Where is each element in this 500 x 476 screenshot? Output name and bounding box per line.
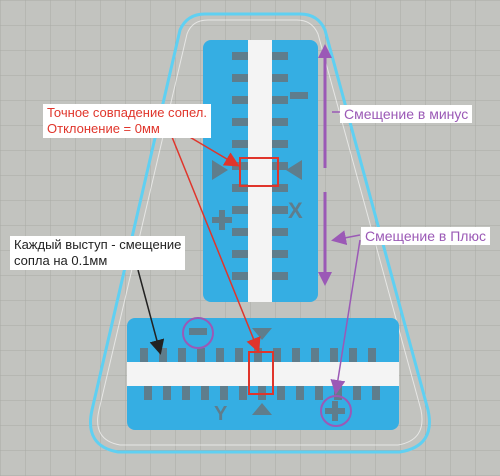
- horizontal-tick-slot: [372, 386, 380, 400]
- vertical-tick-slot: [232, 118, 248, 126]
- minus-offset-text: Смещение в минус: [344, 106, 469, 122]
- vertical-tick-slot: [272, 96, 288, 104]
- x-axis-symbol: X: [288, 198, 303, 223]
- vertical-tick-slot: [232, 206, 248, 214]
- horizontal-tick-slot: [216, 348, 224, 362]
- vertical-white-strip: [248, 40, 272, 302]
- vertical-tick-slot: [232, 74, 248, 82]
- vertical-tick-slot: [272, 250, 288, 258]
- horizontal-tick-slot: [254, 348, 262, 362]
- skirt-outline: [89, 12, 431, 454]
- vertical-tick-slot: [272, 272, 288, 280]
- vertical-tick-slot: [232, 228, 248, 236]
- horizontal-tick-slot: [315, 386, 323, 400]
- minus-offset-callout: Смещение в минус: [340, 105, 473, 123]
- horizontal-tick-slot: [296, 386, 304, 400]
- triangle-up-icon: [252, 403, 272, 415]
- nozzle-match-line2: Отклонение = 0мм: [47, 121, 160, 136]
- match-arrow-vertical: [187, 135, 240, 167]
- triangle-right-icon: [212, 160, 228, 180]
- vertical-tick-slot: [272, 228, 288, 236]
- horizontal-tick-slot: [163, 386, 171, 400]
- plus-callout-arrow-2: [330, 239, 361, 395]
- nozzle-match-line1: Точное совпадение сопел.: [47, 105, 207, 120]
- step-note-callout: Каждый выступ - смещение сопла на 0.1мм: [10, 236, 186, 270]
- minus-symbol-h: [189, 328, 207, 335]
- minus-circle-marker: [182, 317, 214, 349]
- horizontal-tick-slot: [368, 348, 376, 362]
- vertical-tick-slot: [232, 52, 248, 60]
- horizontal-tick-slot: [159, 348, 167, 362]
- step-note-line2: сопла на 0.1мм: [14, 253, 108, 268]
- horizontal-tick-slot: [235, 348, 243, 362]
- y-axis-symbol: Y: [214, 403, 228, 425]
- plus-range-arrow-head-bottom: [318, 272, 332, 286]
- vertical-tick-slot: [232, 250, 248, 258]
- vertical-tick-slot: [232, 184, 248, 192]
- vertical-tick-slot: [272, 140, 288, 148]
- nozzle-match-callout: Точное совпадение сопел. Отклонение = 0м…: [43, 104, 211, 138]
- vertical-tick-slot: [232, 96, 248, 104]
- skirt-outline-inner: [97, 19, 423, 446]
- horizontal-tick-slot: [330, 348, 338, 362]
- horizontal-tick-slot: [144, 386, 152, 400]
- vertical-tick-slot: [232, 140, 248, 148]
- plus-symbol-h: [325, 401, 345, 421]
- horizontal-tick-slot: [239, 386, 247, 400]
- vertical-tick-slot: [272, 118, 288, 126]
- horizontal-tick-slot: [311, 348, 319, 362]
- horizontal-white-strip: [127, 362, 399, 386]
- horizontal-tick-slot: [178, 348, 186, 362]
- match-arrow-horizontal: [171, 136, 261, 353]
- step-note-line1: Каждый выступ - смещение: [14, 237, 182, 252]
- plus-symbol: [212, 210, 232, 230]
- vertical-tick-slot: [272, 74, 288, 82]
- vertical-tick-slot: [272, 206, 288, 214]
- vertical-tick-slot: [232, 272, 248, 280]
- horizontal-tick-slot: [220, 386, 228, 400]
- plus-offset-callout: Смещение в Плюс: [361, 227, 490, 245]
- vertical-tick-slot: [272, 162, 288, 170]
- triangle-down-icon: [252, 328, 272, 340]
- plus-callout-arrow-1: [331, 230, 361, 246]
- horizontal-tick-slot: [273, 348, 281, 362]
- horizontal-tick-slot: [349, 348, 357, 362]
- horizontal-tick-slot: [140, 348, 148, 362]
- minus-symbol: [290, 92, 308, 99]
- match-marker-vertical: [239, 157, 279, 187]
- plus-circle-marker: [320, 395, 352, 427]
- horizontal-tick-slot: [277, 386, 285, 400]
- plus-offset-text: Смещение в Плюс: [365, 228, 486, 244]
- horizontal-tick-slot: [353, 386, 361, 400]
- horizontal-tick-slot: [201, 386, 209, 400]
- horizontal-tick-slot: [292, 348, 300, 362]
- horizontal-tick-slot: [334, 386, 342, 400]
- step-note-arrow: [137, 269, 165, 355]
- minus-range-arrow-head-top: [318, 44, 332, 58]
- match-marker-horizontal: [248, 351, 274, 395]
- vertical-tick-slot: [272, 52, 288, 60]
- horizontal-tick-slot: [197, 348, 205, 362]
- horizontal-tick-slot: [182, 386, 190, 400]
- vertical-tick-slot: [272, 184, 288, 192]
- triangle-left-icon: [286, 160, 302, 180]
